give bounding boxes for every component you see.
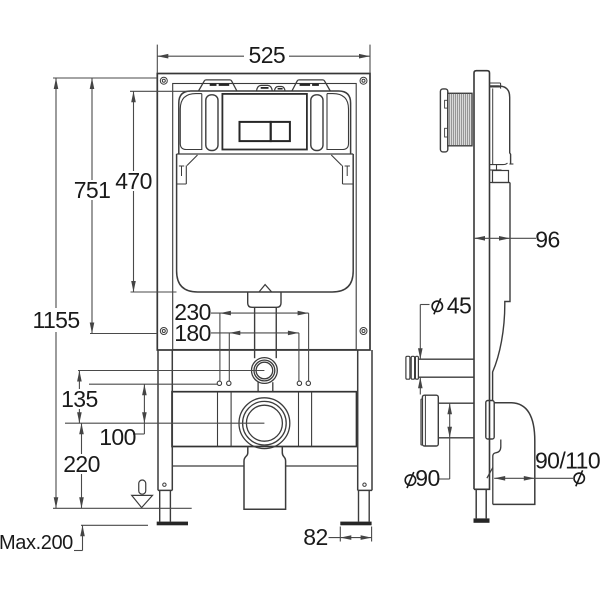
svg-text:82: 82 (303, 524, 327, 550)
svg-text:220: 220 (63, 451, 100, 477)
svg-text:1155: 1155 (32, 307, 79, 333)
svg-text:180: 180 (174, 320, 211, 346)
svg-text:230: 230 (174, 299, 211, 325)
svg-text:470: 470 (115, 168, 152, 194)
svg-text:751: 751 (74, 177, 111, 203)
svg-text:45: 45 (447, 293, 471, 319)
svg-text:Max.200: Max.200 (0, 532, 73, 554)
svg-text:96: 96 (535, 227, 559, 253)
svg-text:90/110: 90/110 (535, 448, 600, 474)
svg-text:90: 90 (415, 465, 439, 491)
svg-text:100: 100 (99, 424, 136, 450)
svg-text:525: 525 (249, 42, 286, 68)
svg-text:135: 135 (61, 386, 98, 412)
